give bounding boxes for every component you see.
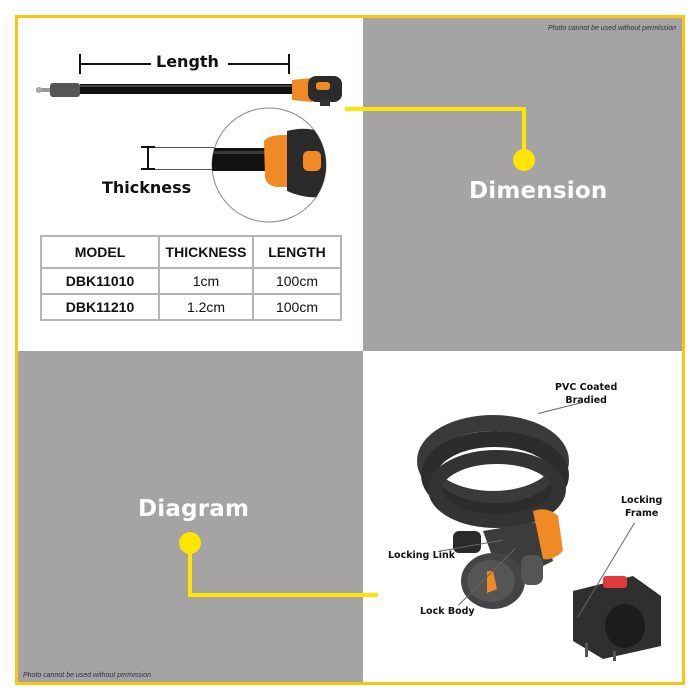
diagram-connector-horizontal (188, 593, 378, 597)
diagram-illustration-panel: PVC Coated Bradied Locking Frame Locking… (363, 351, 682, 682)
callout-locking-link: Locking Link (388, 550, 456, 561)
thickness-cell: 1.2cm (158, 293, 254, 321)
callout-locking-frame: Locking Frame (621, 495, 663, 519)
callout-pvc-coated-braided: PVC Coated Bradied (555, 382, 618, 406)
model-cell: DBK11010 (40, 267, 160, 295)
callout-lock-body: Lock Body (420, 606, 475, 617)
thickness-label: Thickness (102, 178, 192, 197)
thickness-guide-top (155, 147, 217, 148)
column-header-model: MODEL (40, 235, 160, 269)
spec-table-header-row: MODEL THICKNESS LENGTH (40, 235, 342, 269)
length-label: Length (156, 52, 219, 71)
length-bracket (79, 54, 290, 74)
thickness-bracket (141, 146, 155, 170)
diagram-title: Diagram (138, 496, 250, 522)
dimension-illustration-panel: Length Thickness (18, 18, 363, 351)
copyright-notice: Photo cannot be used without permission (23, 672, 152, 679)
table-row: DBK11010 1cm 100cm (40, 267, 342, 295)
dimension-title: Dimension (469, 178, 608, 204)
length-cell: 100cm (252, 267, 342, 295)
dimension-title-panel: Photo cannot be used without permission … (363, 18, 682, 351)
diagram-connector-dot (179, 532, 201, 554)
table-row: DBK11210 1.2cm 100cm (40, 293, 342, 321)
cable-zoom-detail (211, 107, 327, 223)
copyright-notice: Photo cannot be used without permission (547, 25, 676, 32)
cable-lock-product-image (417, 415, 661, 661)
dimension-connector-dot (513, 149, 535, 171)
dimension-connector-vertical (522, 107, 526, 155)
column-header-thickness: THICKNESS (158, 235, 254, 269)
cable-lock-side-view (36, 76, 342, 106)
thickness-guide-bottom (155, 169, 217, 170)
product-infographic-frame: Length Thickness (15, 15, 685, 685)
column-header-length: LENGTH (252, 235, 342, 269)
spec-table: MODEL THICKNESS LENGTH DBK11010 1cm 100c… (40, 235, 342, 321)
dimension-connector-horizontal (345, 107, 526, 111)
diagram-connector-vertical (188, 546, 192, 597)
length-cell: 100cm (252, 293, 342, 321)
thickness-cell: 1cm (158, 267, 254, 295)
model-cell: DBK11210 (40, 293, 160, 321)
diagram-title-panel: Diagram Photo cannot be used without per… (18, 351, 363, 682)
